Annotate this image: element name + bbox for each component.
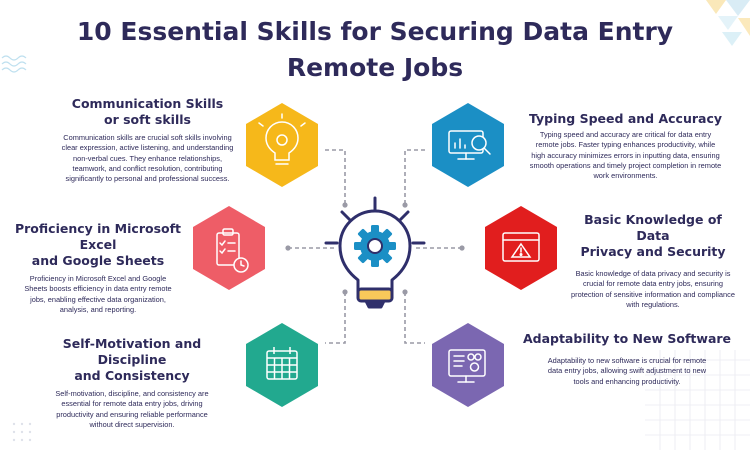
wavy-lines xyxy=(1,55,27,73)
dot-pattern xyxy=(12,422,32,442)
grid-pattern xyxy=(645,350,750,450)
title-line-1: 10 Essential Skills for Securing Data En… xyxy=(76,17,674,46)
checklist-clock-icon xyxy=(216,228,249,273)
calendar-icon xyxy=(266,347,298,380)
skill-title: Adaptability to New Software xyxy=(522,331,732,346)
hexagon-communication xyxy=(246,103,318,187)
lightbulb-gear-icon xyxy=(258,113,306,165)
hexagon-excel xyxy=(193,206,265,290)
skill-description: Typing speed and accuracy are critical f… xyxy=(529,130,722,181)
center-gear-icon xyxy=(354,225,396,267)
software-window-icon xyxy=(448,349,486,383)
skill-title: Typing Speed and Accuracy xyxy=(528,111,722,126)
monitor-magnifier-icon xyxy=(448,130,491,160)
skill-description: Communication skills are crucial soft sk… xyxy=(61,133,234,184)
corner-triangles xyxy=(706,0,750,46)
skill-software: Adaptability to New Software Adaptabilit… xyxy=(522,331,732,387)
hexagon-typing xyxy=(432,103,504,187)
page-title: 10 Essential Skills for Securing Data En… xyxy=(0,14,750,86)
hexagon-self-motivation xyxy=(246,323,318,407)
skill-description: Basic knowledge of data privacy and secu… xyxy=(571,269,735,309)
hexagon-software xyxy=(432,323,504,407)
skill-typing: Typing Speed and Accuracy Typing speed a… xyxy=(528,111,723,181)
connector-lines xyxy=(288,149,462,344)
skill-description: Adaptability to new software is crucial … xyxy=(547,356,707,386)
hexagon-privacy xyxy=(485,206,557,290)
connector-dots xyxy=(285,202,465,295)
warning-window-icon xyxy=(502,232,540,262)
title-line-2: Remote Jobs xyxy=(286,53,464,82)
skill-description: Self-motivation, discipline, and consist… xyxy=(55,389,209,429)
skill-description: Proficiency in Microsoft Excel and Googl… xyxy=(24,274,172,314)
